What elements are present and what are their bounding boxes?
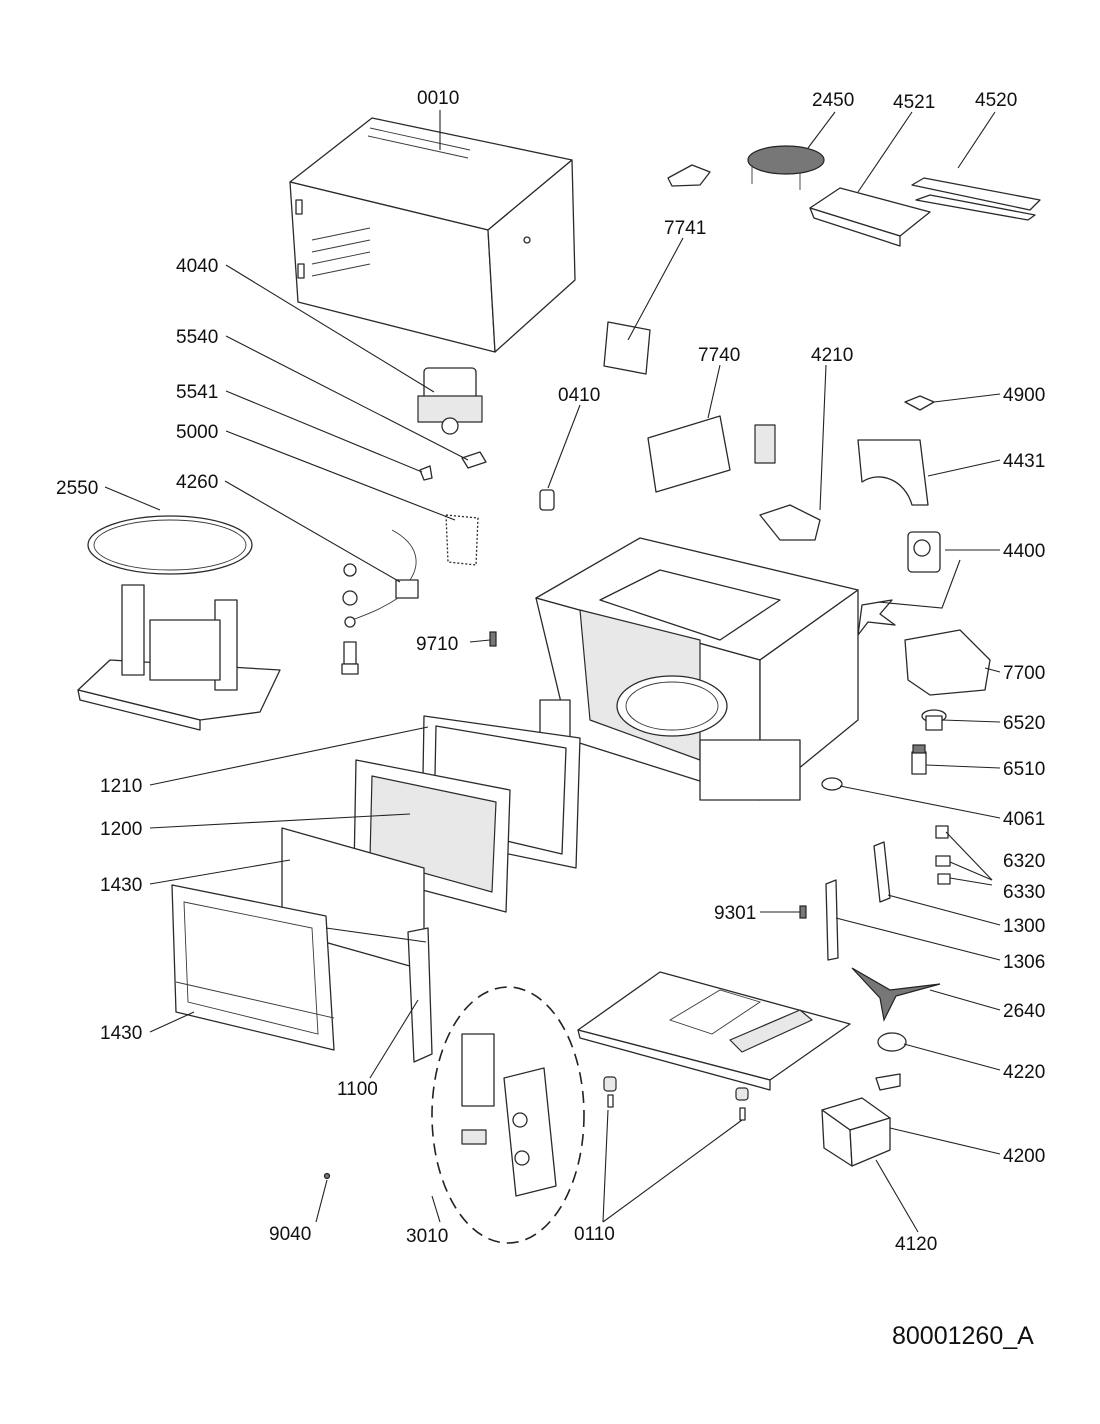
callout-2450: 2450 — [812, 90, 854, 111]
part-magnetron — [417, 367, 483, 435]
part-9710 — [489, 631, 497, 647]
part-door — [171, 884, 335, 1051]
callout-3010: 3010 — [406, 1226, 448, 1247]
part-mica-cover — [647, 415, 731, 493]
callout-6330: 6330 — [1003, 882, 1045, 903]
part-interlock-assembly — [799, 825, 951, 961]
part-ring-and-stand — [77, 515, 281, 731]
callout-4900: 4900 — [1003, 385, 1045, 406]
part-mica-plate-small — [603, 321, 651, 375]
callout-1306: 1306 — [1003, 952, 1045, 973]
callout-1430-door: 1430 — [100, 1023, 142, 1044]
callout-5541: 5541 — [176, 382, 218, 403]
part-wiring-harness — [341, 529, 419, 675]
part-control-panel — [431, 986, 585, 1244]
callout-1430-glass: 1430 — [100, 875, 142, 896]
callout-4260: 4260 — [176, 472, 218, 493]
callout-0110: 0110 — [574, 1224, 615, 1245]
leader-lines — [104, 110, 1001, 1233]
part-right-components-top — [857, 395, 941, 636]
part-base-plate — [577, 971, 851, 1091]
part-9040 — [323, 1172, 331, 1180]
callout-2550: 2550 — [56, 478, 98, 499]
callout-9710: 9710 — [416, 634, 458, 655]
part-small-block — [754, 424, 776, 464]
part-small-clips — [419, 451, 487, 481]
callout-6510: 6510 — [1003, 759, 1045, 780]
callout-6520: 6520 — [1003, 713, 1045, 734]
callout-4200: 4200 — [1003, 1146, 1045, 1167]
callout-6320: 6320 — [1003, 851, 1045, 872]
callout-4521: 4521 — [893, 92, 935, 113]
part-oven-cavity — [535, 537, 859, 801]
callout-1210: 1210 — [100, 776, 142, 797]
part-bracket-4210 — [759, 504, 821, 541]
callout-9301: 9301 — [714, 903, 756, 924]
callout-1100: 1100 — [337, 1079, 378, 1100]
callout-1300: 1300 — [1003, 916, 1045, 937]
callout-7741: 7741 — [664, 218, 706, 239]
callout-4400: 4400 — [1003, 541, 1045, 562]
callout-1200: 1200 — [100, 819, 142, 840]
part-accessories — [667, 145, 1041, 247]
part-motor — [877, 1032, 907, 1052]
part-transformer — [821, 1073, 901, 1167]
callout-2640: 2640 — [1003, 1001, 1045, 1022]
callout-9040: 9040 — [269, 1224, 311, 1245]
callout-7700: 7700 — [1003, 663, 1045, 684]
part-outer-cabinet — [289, 117, 576, 353]
callout-4220: 4220 — [1003, 1062, 1045, 1083]
part-roller-support — [851, 967, 941, 1022]
document-code: 80001260_A — [892, 1322, 1034, 1350]
callout-4120: 4120 — [895, 1234, 937, 1255]
callout-labels: 0010 2450 4521 4520 7741 4040 5540 5541 … — [56, 88, 1045, 1255]
part-0410-peg — [539, 489, 555, 511]
part-control-board — [445, 514, 479, 566]
callout-0010: 0010 — [417, 88, 459, 109]
part-feet — [603, 1076, 749, 1121]
callout-5540: 5540 — [176, 327, 218, 348]
callout-7740: 7740 — [698, 345, 740, 366]
part-door-handle — [407, 927, 433, 1063]
callout-4210: 4210 — [811, 345, 853, 366]
callout-4431: 4431 — [1003, 451, 1045, 472]
callout-4040: 4040 — [176, 256, 218, 277]
callout-5000: 5000 — [176, 422, 218, 443]
callout-4061: 4061 — [1003, 809, 1045, 830]
part-right-components-mid — [821, 629, 991, 791]
callout-4520: 4520 — [975, 90, 1017, 111]
callout-0410: 0410 — [558, 385, 600, 406]
